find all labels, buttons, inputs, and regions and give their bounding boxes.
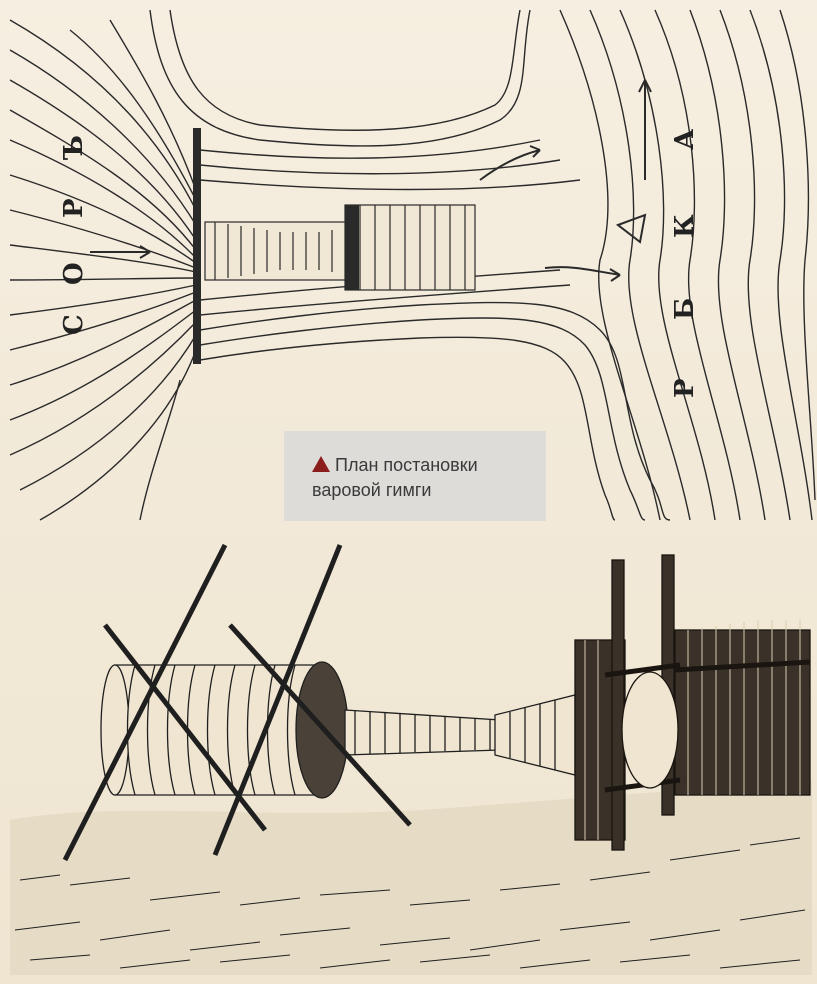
right-label-4: А [670, 129, 700, 150]
perspective-drawing [10, 545, 812, 975]
trap-funnel-plan [205, 205, 475, 290]
left-flow-lines [10, 20, 196, 520]
right-label-1: Р [670, 378, 700, 398]
right-label-2: Б [670, 298, 700, 320]
left-label-1: С [59, 314, 89, 335]
right-river-labels: Р Б К А [670, 129, 700, 398]
ground [10, 780, 812, 975]
channel-upper-banks [150, 10, 580, 189]
left-label-4: Ъ [59, 135, 89, 160]
left-label-3: Р [59, 198, 89, 218]
fence-opening [622, 672, 678, 788]
trap-throat [345, 695, 575, 775]
dam-wall [193, 128, 201, 364]
caption-line-1: План постановки [335, 455, 478, 475]
caption-box: План постановки варовой гимги [284, 431, 546, 521]
caption-line-2: варовой гимги [312, 480, 431, 500]
triangle-marker-icon [312, 456, 330, 472]
river-flow-lines [560, 10, 815, 520]
right-label-3: К [670, 214, 700, 238]
left-label-2: О [59, 262, 89, 285]
